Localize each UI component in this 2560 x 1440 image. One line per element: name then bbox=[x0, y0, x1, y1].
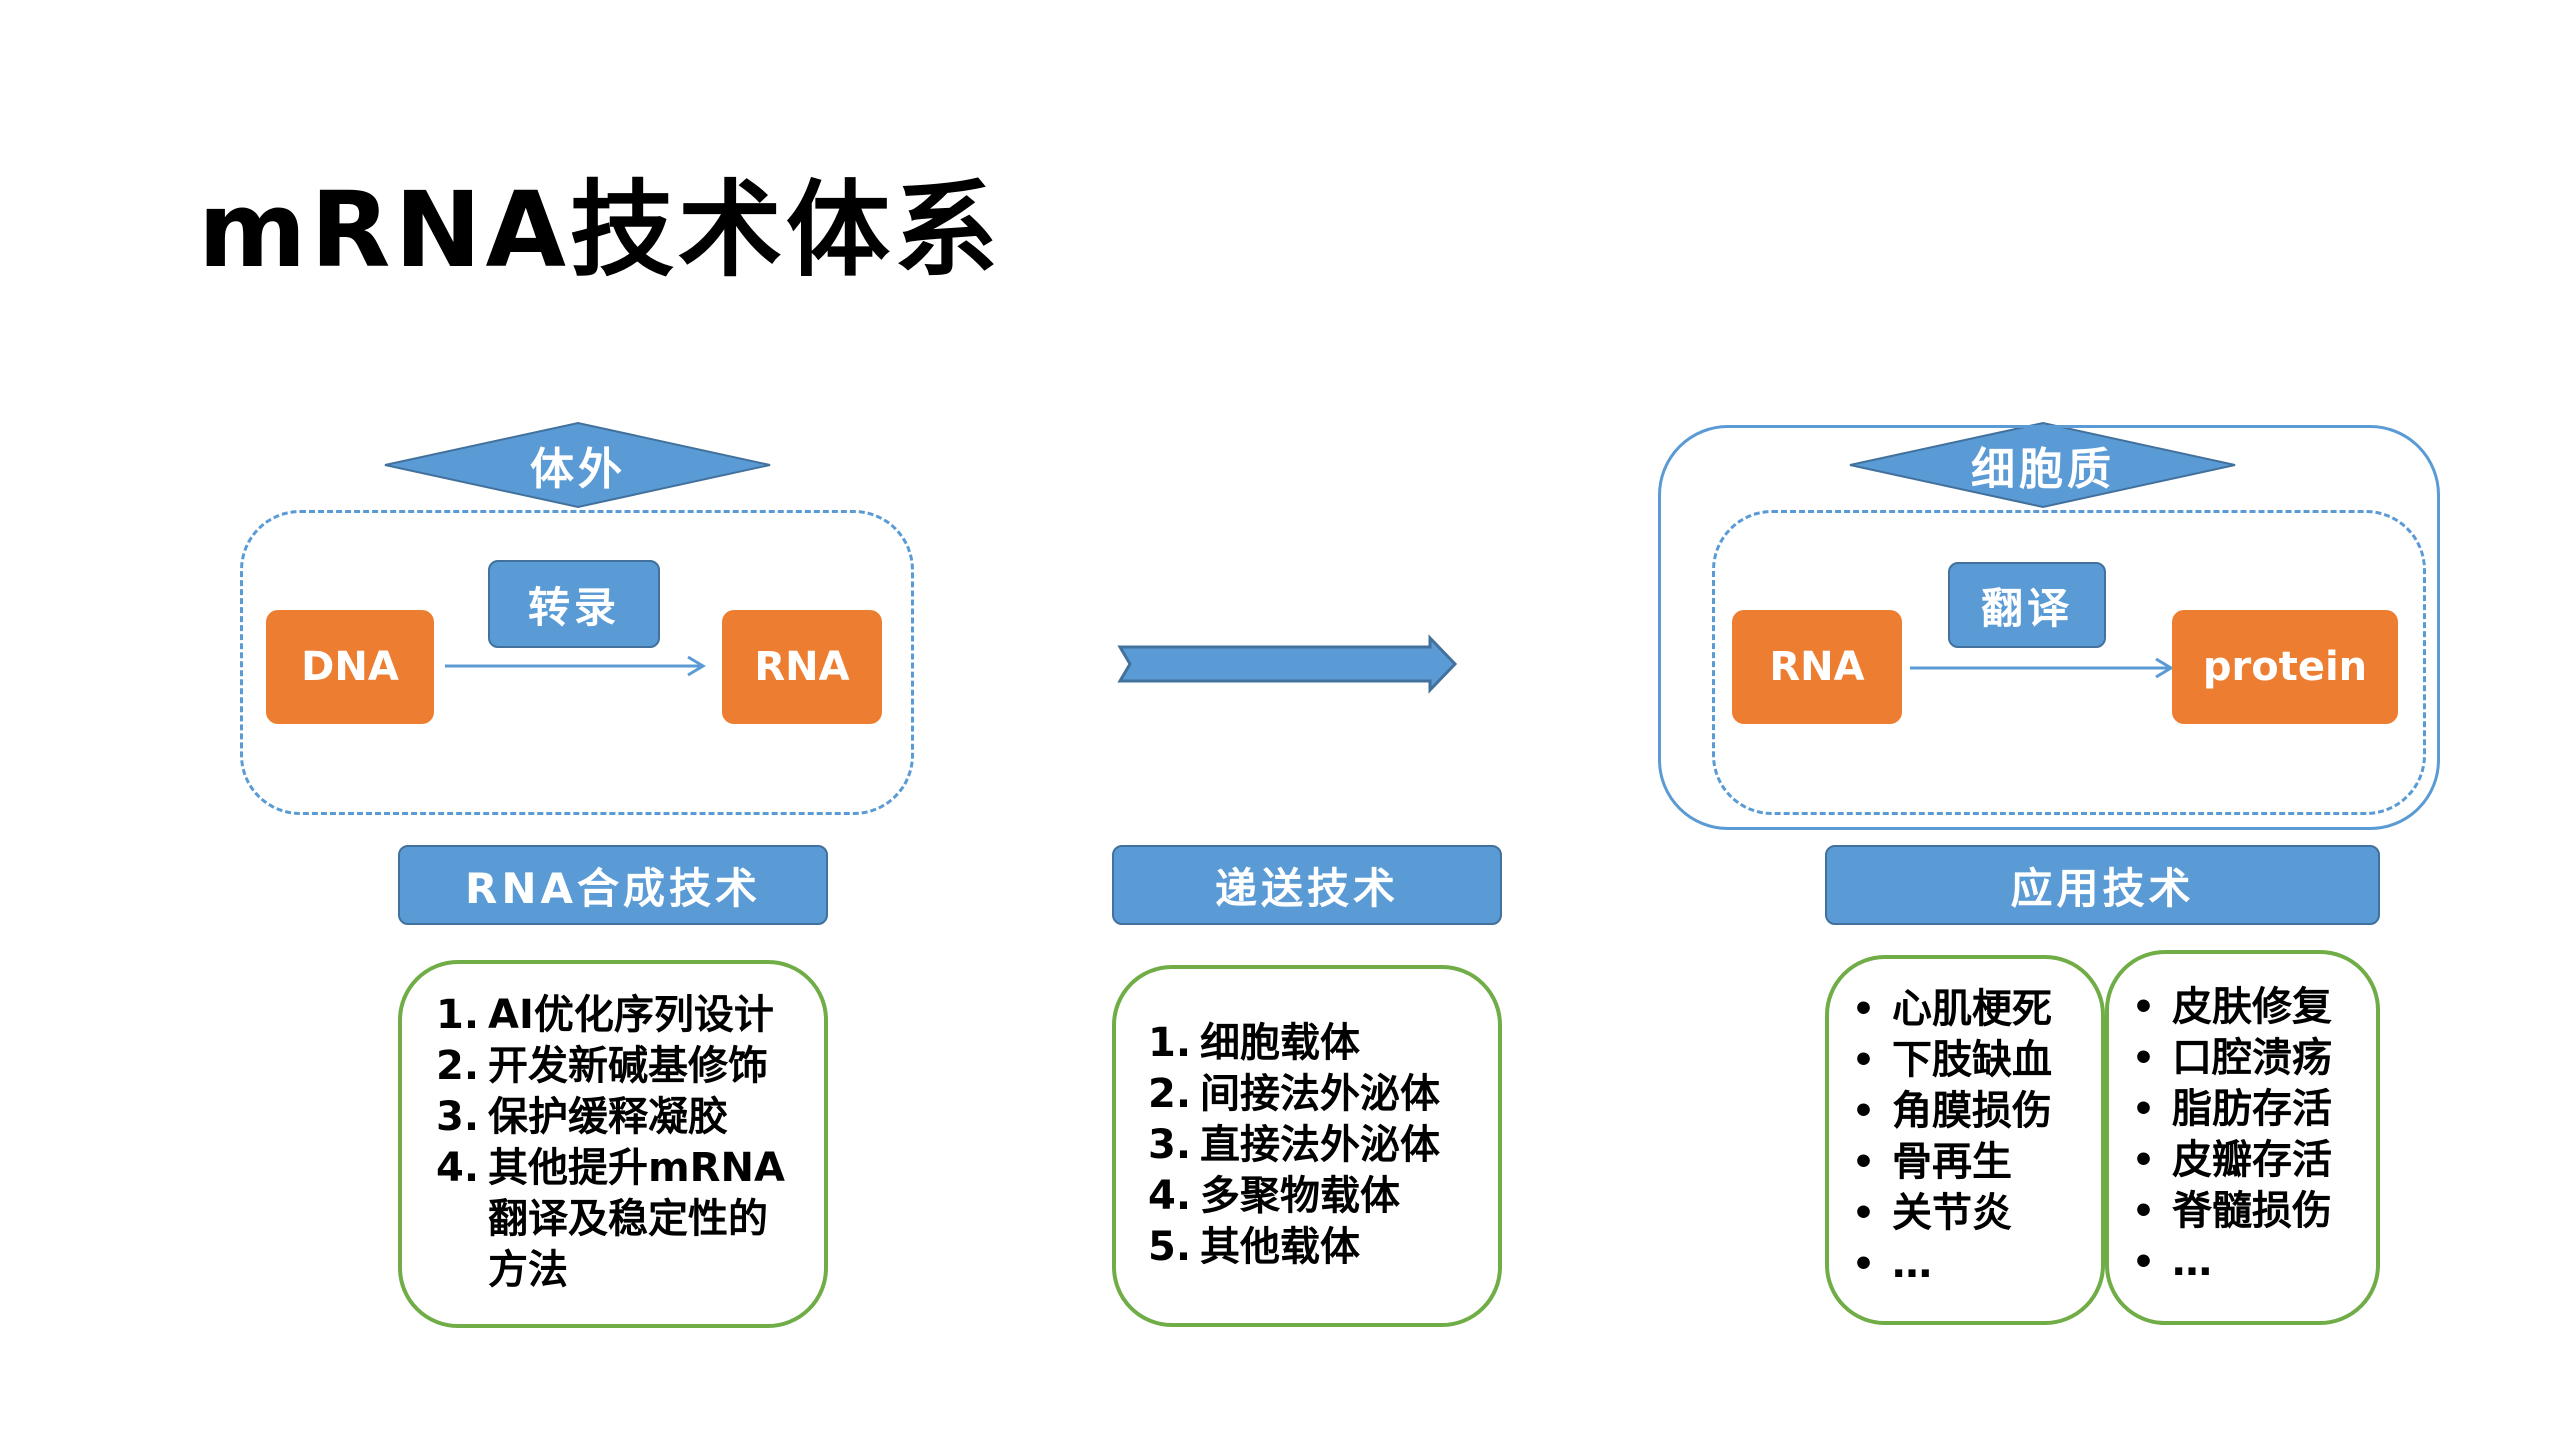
category-application: 应用技术 bbox=[1825, 845, 2380, 925]
list-text: 皮肤修复 bbox=[2172, 984, 2332, 1030]
list-number: 4. bbox=[436, 1145, 480, 1191]
list-item: • 角膜损伤 bbox=[1852, 1086, 2097, 1137]
dna-box: DNA bbox=[266, 610, 434, 724]
list-item: 2. 间接法外泌体 bbox=[1148, 1069, 1493, 1120]
list-number: 2. bbox=[436, 1043, 480, 1089]
transcription-label: 转录 bbox=[488, 560, 660, 648]
rna-synthesis-list: 1. AI优化序列设计 2. 开发新碱基修饰 3. 保护缓释凝胶 4. 其他提升… bbox=[436, 990, 816, 1296]
list-number: 3. bbox=[436, 1094, 480, 1140]
bullet: • bbox=[2132, 1242, 2156, 1283]
list-number: 2. bbox=[1148, 1071, 1192, 1117]
list-item: 2. 开发新碱基修饰 bbox=[436, 1041, 816, 1092]
delivery-list: 1. 细胞载体 2. 间接法外泌体 3. 直接法外泌体 4. 多聚物载体 5. … bbox=[1148, 1018, 1493, 1273]
list-item: 4. 多聚物载体 bbox=[1148, 1171, 1493, 1222]
category-delivery: 递送技术 bbox=[1112, 845, 1502, 925]
category-rna-synthesis: RNA合成技术 bbox=[398, 845, 828, 925]
bullet: • bbox=[2132, 987, 2156, 1028]
list-text: 心肌梗死 bbox=[1892, 986, 2052, 1032]
list-item: 5. 其他载体 bbox=[1148, 1222, 1493, 1273]
list-item-continuation: 翻译及稳定性的 bbox=[488, 1196, 768, 1242]
bullet: • bbox=[1852, 1244, 1876, 1285]
application-list-left: •心肌梗死 •下肢缺血 •角膜损伤 •骨再生 •关节炎 •… bbox=[1852, 984, 2097, 1290]
bullet: • bbox=[1852, 1193, 1876, 1234]
region-diamond-left bbox=[384, 421, 771, 509]
list-text: 皮瓣存活 bbox=[2172, 1137, 2332, 1183]
list-text: 下肢缺血 bbox=[1892, 1037, 2052, 1083]
list-item: 4. 其他提升mRNA bbox=[436, 1143, 816, 1194]
list-item: 3. 直接法外泌体 bbox=[1148, 1120, 1493, 1171]
list-text: … bbox=[2172, 1239, 2212, 1285]
list-item: • 脂肪存活 bbox=[2132, 1084, 2372, 1135]
list-item: • 关节炎 bbox=[1852, 1188, 2097, 1239]
list-item: • 皮瓣存活 bbox=[2132, 1135, 2372, 1186]
region-label-in-vitro: 体外 bbox=[530, 444, 626, 495]
arrow-rna-to-protein bbox=[1910, 657, 2174, 679]
list-item: •… bbox=[2132, 1237, 2372, 1288]
bullet: • bbox=[1852, 1091, 1876, 1132]
cytoplasm-inner-panel bbox=[1712, 510, 2426, 815]
list-number: 4. bbox=[1148, 1173, 1192, 1219]
list-text: … bbox=[1892, 1241, 1932, 1287]
list-text: 开发新碱基修饰 bbox=[488, 1043, 768, 1089]
bullet: • bbox=[1852, 1040, 1876, 1081]
list-text: 保护缓释凝胶 bbox=[488, 1094, 728, 1140]
page-title: mRNA技术体系 bbox=[198, 169, 1002, 291]
application-list-panel-right bbox=[2105, 950, 2380, 1325]
cytoplasm-outer-panel bbox=[1658, 425, 2440, 830]
list-item: •… bbox=[1852, 1239, 2097, 1290]
list-text: 角膜损伤 bbox=[1892, 1088, 2052, 1134]
center-arrow bbox=[1117, 634, 1458, 694]
list-text: 骨再生 bbox=[1892, 1139, 2012, 1185]
list-number: 3. bbox=[1148, 1122, 1192, 1168]
rna-box-left: RNA bbox=[722, 610, 882, 724]
list-item-continuation: 方法 bbox=[488, 1247, 568, 1293]
list-item: • 下肢缺血 bbox=[1852, 1035, 2097, 1086]
list-text: 细胞载体 bbox=[1200, 1020, 1360, 1066]
list-number: 1. bbox=[1148, 1020, 1192, 1066]
bullet: • bbox=[2132, 1089, 2156, 1130]
region-diamond-right bbox=[1849, 421, 2236, 509]
list-text: 其他提升mRNA bbox=[488, 1145, 785, 1191]
list-text: 关节炎 bbox=[1892, 1190, 2012, 1236]
list-item: • 口腔溃疡 bbox=[2132, 1033, 2372, 1084]
list-number: 5. bbox=[1148, 1224, 1192, 1270]
list-text: 多聚物载体 bbox=[1200, 1173, 1400, 1219]
list-item: 1. AI优化序列设计 bbox=[436, 990, 816, 1041]
arrow-dna-to-rna bbox=[445, 655, 706, 677]
application-list-right: •皮肤修复 •口腔溃疡 •脂肪存活 •皮瓣存活 •脊髓损伤 •… bbox=[2132, 982, 2372, 1288]
in-vitro-panel bbox=[240, 510, 914, 815]
list-item: 1. 细胞载体 bbox=[1148, 1018, 1493, 1069]
region-label-cytoplasm: 细胞质 bbox=[1971, 444, 2115, 495]
translation-label: 翻译 bbox=[1948, 562, 2106, 648]
delivery-list-panel bbox=[1112, 965, 1502, 1327]
list-item: • 骨再生 bbox=[1852, 1137, 2097, 1188]
list-item: • 皮肤修复 bbox=[2132, 982, 2372, 1033]
application-list-panel-left bbox=[1825, 955, 2105, 1325]
list-text: 脊髓损伤 bbox=[2172, 1188, 2332, 1234]
rna-synthesis-list-panel bbox=[398, 960, 828, 1328]
list-text: 其他载体 bbox=[1200, 1224, 1360, 1270]
bullet: • bbox=[1852, 1142, 1876, 1183]
bullet: • bbox=[2132, 1038, 2156, 1079]
list-item: 3. 保护缓释凝胶 bbox=[436, 1092, 816, 1143]
list-text: 间接法外泌体 bbox=[1200, 1071, 1440, 1117]
rna-box-right: RNA bbox=[1732, 610, 1902, 724]
bullet: • bbox=[1852, 989, 1876, 1030]
list-item: • 脊髓损伤 bbox=[2132, 1186, 2372, 1237]
list-text: 脂肪存活 bbox=[2172, 1086, 2332, 1132]
list-text: AI优化序列设计 bbox=[488, 992, 774, 1038]
list-text: 口腔溃疡 bbox=[2172, 1035, 2332, 1081]
bullet: • bbox=[2132, 1140, 2156, 1181]
protein-box: protein bbox=[2172, 610, 2398, 724]
list-item: • 心肌梗死 bbox=[1852, 984, 2097, 1035]
list-text: 直接法外泌体 bbox=[1200, 1122, 1440, 1168]
bullet: • bbox=[2132, 1191, 2156, 1232]
list-number: 1. bbox=[436, 992, 480, 1038]
